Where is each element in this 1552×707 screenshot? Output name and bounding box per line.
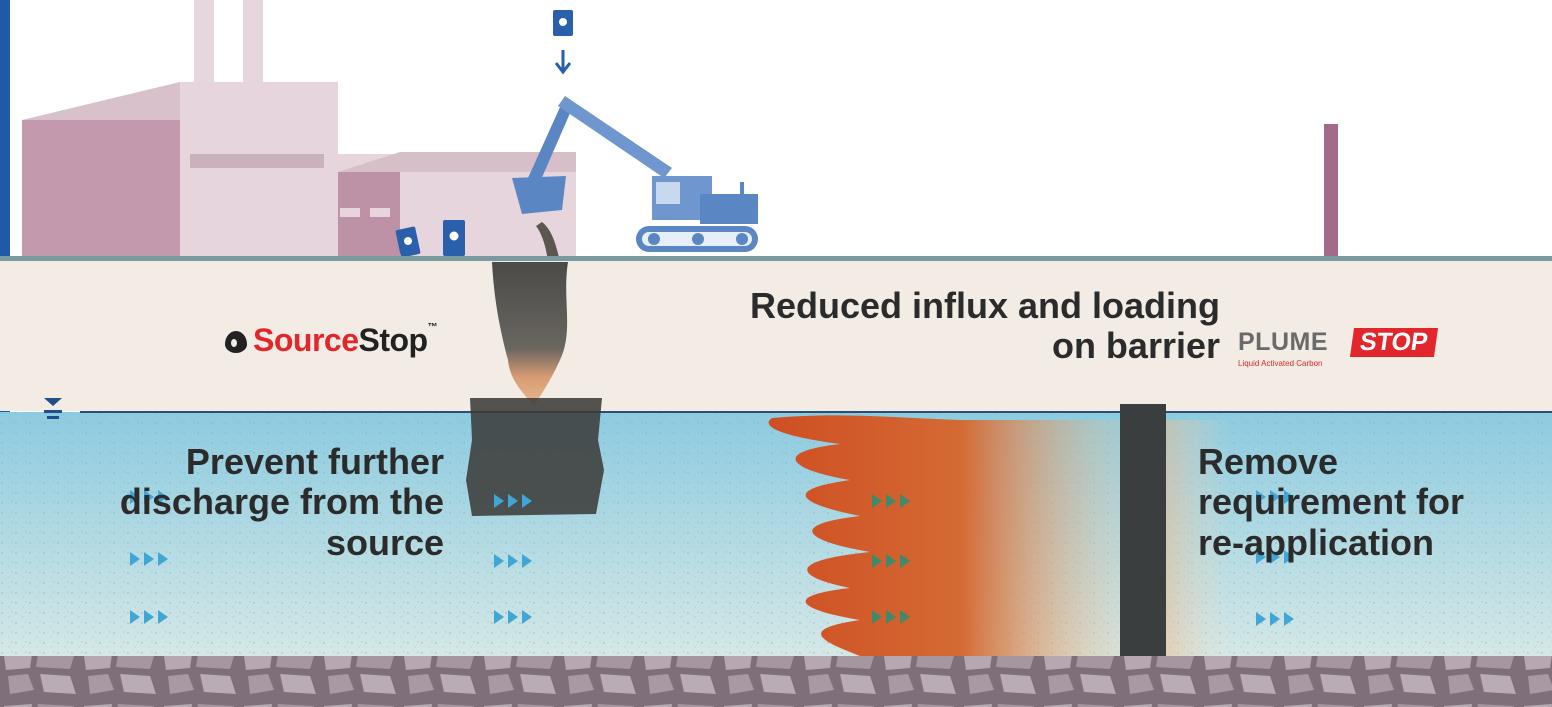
sourcestop-logo-tm: ™ [427,322,438,333]
factory [22,0,1338,258]
sourcestop-logo-source: Source [253,322,359,358]
contaminant-plume [768,404,1230,658]
plumestop-logo-stop: STOP [1349,328,1438,357]
down-arrow-icon [554,50,572,75]
label-prevent-line-3: source [325,521,444,563]
barrier-wall [1120,404,1166,658]
label-remove-line-2: requirement for [1198,481,1465,523]
label-prevent-discharge: Prevent further discharge from the sourc… [60,441,444,563]
source-zone [466,262,604,516]
label-prevent-line-2: discharge from the [119,481,444,523]
drop-icon [225,331,247,353]
label-reduced-line-1: Reduced influx and loading [749,285,1220,326]
monitoring-well [1324,124,1338,258]
plumestop-logo-plume: PLUME [1238,328,1328,356]
label-prevent-line-1: Prevent further [185,441,444,482]
sourcestop-logo: SourceStop™ [225,322,438,359]
water-table-icon [44,398,62,419]
drums [395,10,573,258]
label-reduced-line-2: on barrier [1051,325,1220,367]
flow-arrows [130,490,1294,626]
excavator [512,96,758,262]
label-remove-line-1: Remove [1198,441,1339,482]
sourcestop-logo-stop: Stop [358,322,428,358]
bedrock [0,656,1552,707]
label-remove-line-3: re-application [1198,521,1435,563]
label-remove-requirement: Remove requirement for re-application [1198,441,1548,563]
plumestop-logo-tagline: Liquid Activated Carbon [1238,359,1323,368]
label-reduced-influx: Reduced influx and loading on barrier [640,285,1220,367]
plumestop-logo: PLUME STOP Liquid Activated Carbon [1238,328,1458,376]
